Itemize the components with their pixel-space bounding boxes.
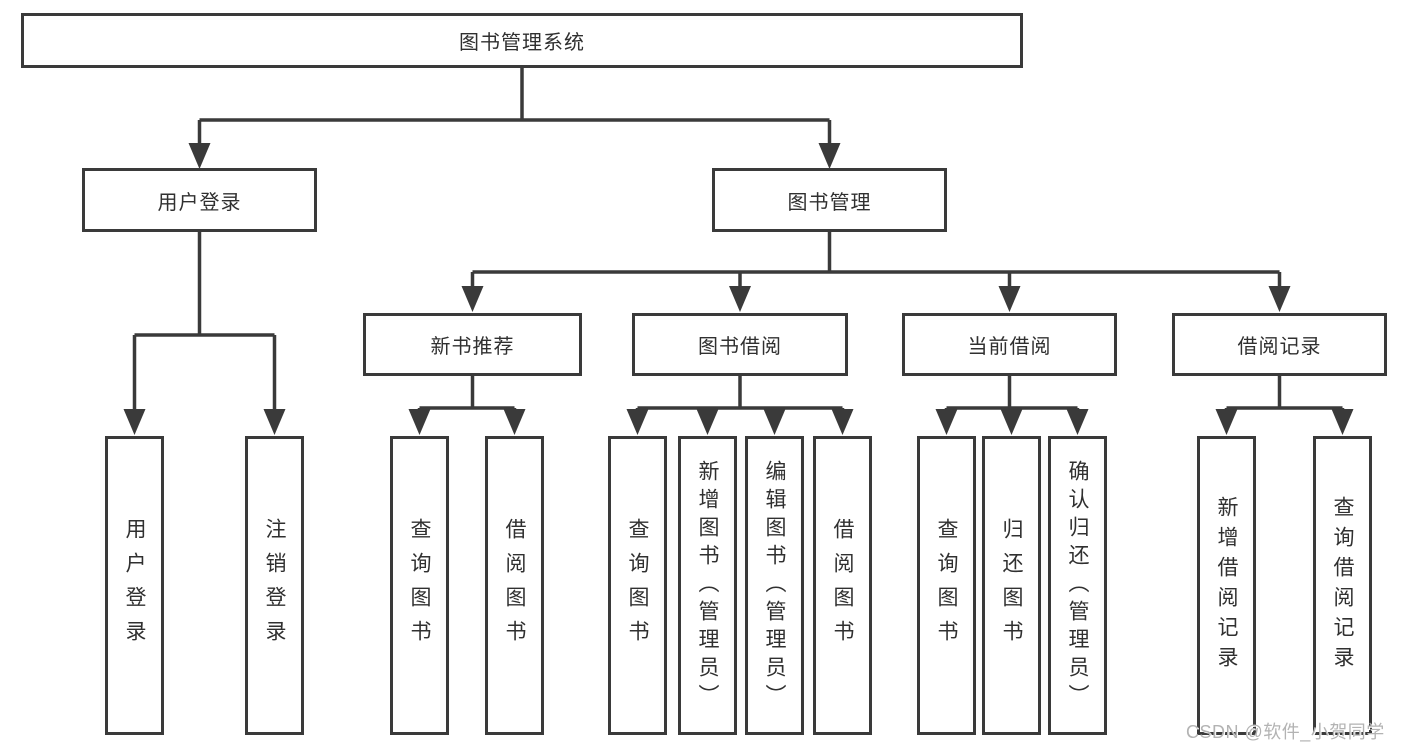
leaf-query-books-recommend: 查询图书 [390,436,449,735]
leaf-query-books-recommend-label: 查询图书 [408,517,431,654]
leaf-edit-book-admin-label: 编辑图书（管理员） [763,459,786,712]
node-user-login: 用户登录 [82,168,317,232]
leaf-confirm-return-admin: 确认归还（管理员） [1048,436,1107,735]
leaf-user-login-label: 用户登录 [123,517,146,654]
leaf-logout: 注销登录 [245,436,304,735]
leaf-query-books-current: 查询图书 [917,436,976,735]
node-book-borrow: 图书借阅 [632,313,848,376]
node-new-book-recommend: 新书推荐 [363,313,582,376]
node-book-management: 图书管理 [712,168,947,232]
leaf-borrow-books: 借阅图书 [813,436,872,735]
node-borrow-records: 借阅记录 [1172,313,1387,376]
leaf-add-book-admin: 新增图书（管理员） [678,436,737,735]
leaf-return-book-label: 归还图书 [1000,517,1023,654]
leaf-borrow-books-label: 借阅图书 [831,517,854,654]
leaf-query-borrow-record-label: 查询借阅记录 [1331,495,1354,676]
leaf-edit-book-admin: 编辑图书（管理员） [745,436,804,735]
leaf-query-books-borrow-label: 查询图书 [626,517,649,654]
leaf-add-borrow-record-label: 新增借阅记录 [1215,495,1238,676]
leaf-query-books-current-label: 查询图书 [935,517,958,654]
leaf-add-book-admin-label: 新增图书（管理员） [696,459,719,712]
leaf-return-book: 归还图书 [982,436,1041,735]
leaf-add-borrow-record: 新增借阅记录 [1197,436,1256,735]
leaf-user-login: 用户登录 [105,436,164,735]
leaf-confirm-return-admin-label: 确认归还（管理员） [1066,459,1089,712]
node-current-borrow: 当前借阅 [902,313,1117,376]
leaf-borrow-books-recommend: 借阅图书 [485,436,544,735]
leaf-logout-label: 注销登录 [263,517,286,654]
leaf-borrow-books-recommend-label: 借阅图书 [503,517,526,654]
leaf-query-borrow-record: 查询借阅记录 [1313,436,1372,735]
leaf-query-books-borrow: 查询图书 [608,436,667,735]
watermark: CSDN @软件_小贺同学 [1186,722,1385,742]
node-root: 图书管理系统 [21,13,1023,68]
